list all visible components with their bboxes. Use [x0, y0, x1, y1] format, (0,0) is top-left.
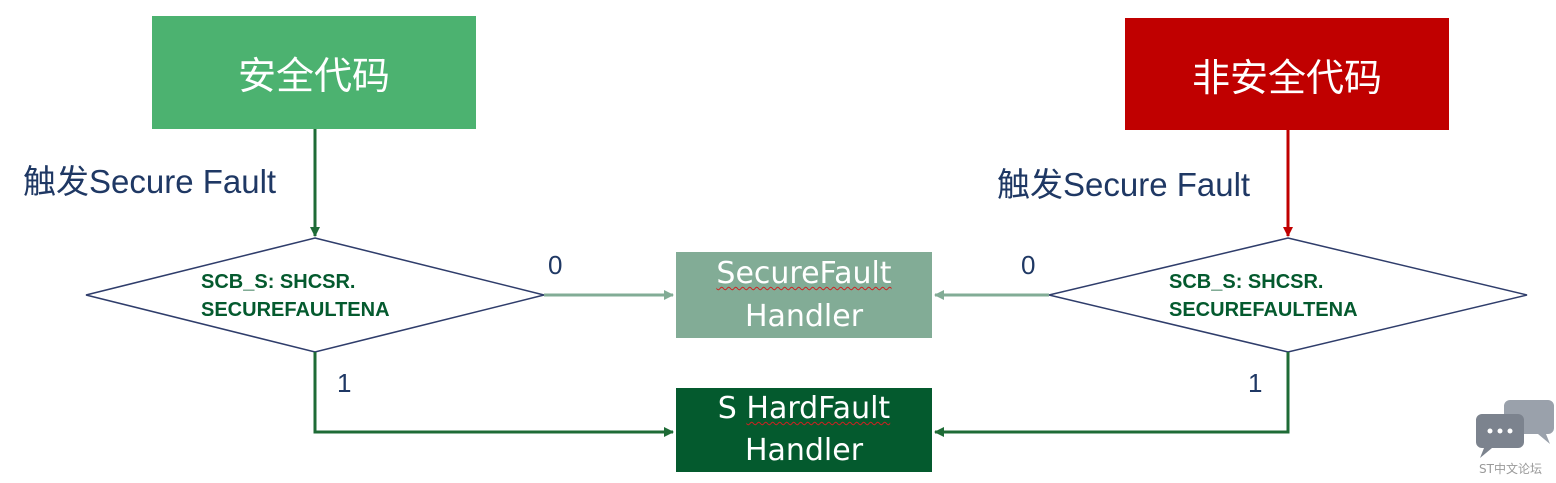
decision-text-right: SCB_S: SHCSR. SECUREFAULTENA: [1169, 268, 1358, 324]
securefault-handler-line1: SecureFault: [716, 252, 891, 295]
trigger-label-left: 触发Secure Fault: [23, 163, 277, 200]
nonsecure-code-label: 非安全代码: [1191, 55, 1382, 100]
securefault-handler-word: SecureFault: [716, 256, 892, 291]
secure-code-box: 安全代码: [152, 16, 476, 129]
chat-bubbles-icon: [1476, 400, 1554, 458]
decision-text-left-line2: SECUREFAULTENA: [201, 299, 390, 321]
branch-1-arrow-left: [313, 352, 674, 437]
watermark-text: ST中文论坛: [1479, 462, 1542, 476]
decision-text-left-line1: SCB_S: SHCSR.: [201, 271, 356, 293]
nonsecure-code-box: 非安全代码: [1125, 18, 1449, 130]
branch-0-label-left: 0: [548, 250, 563, 280]
decision-text-right-line2: SECUREFAULTENA: [1169, 299, 1358, 321]
hardfault-handler-word: HardFault: [746, 391, 891, 426]
branch-1-label-left: 1: [337, 368, 352, 398]
branch-1-arrow-right: [934, 352, 1290, 437]
hardfault-handler-box: S HardFault Handler: [676, 388, 932, 472]
branch-0-label-right: 0: [1021, 250, 1036, 280]
securefault-handler-box: SecureFault Handler: [676, 252, 932, 338]
branch-1-label-right: 1: [1248, 368, 1263, 398]
hardfault-handler-prefix: S: [717, 391, 747, 426]
hardfault-handler-line2: Handler: [744, 433, 864, 468]
hardfault-handler-line1: S HardFault: [718, 388, 890, 430]
decision-text-right-line1: SCB_S: SHCSR.: [1169, 271, 1324, 293]
securefault-handler-line2: Handler: [744, 299, 864, 334]
trigger-label-right: 触发Secure Fault: [997, 166, 1251, 203]
decision-text-left: SCB_S: SHCSR. SECUREFAULTENA: [201, 268, 390, 324]
secure-code-label: 安全代码: [237, 54, 390, 98]
